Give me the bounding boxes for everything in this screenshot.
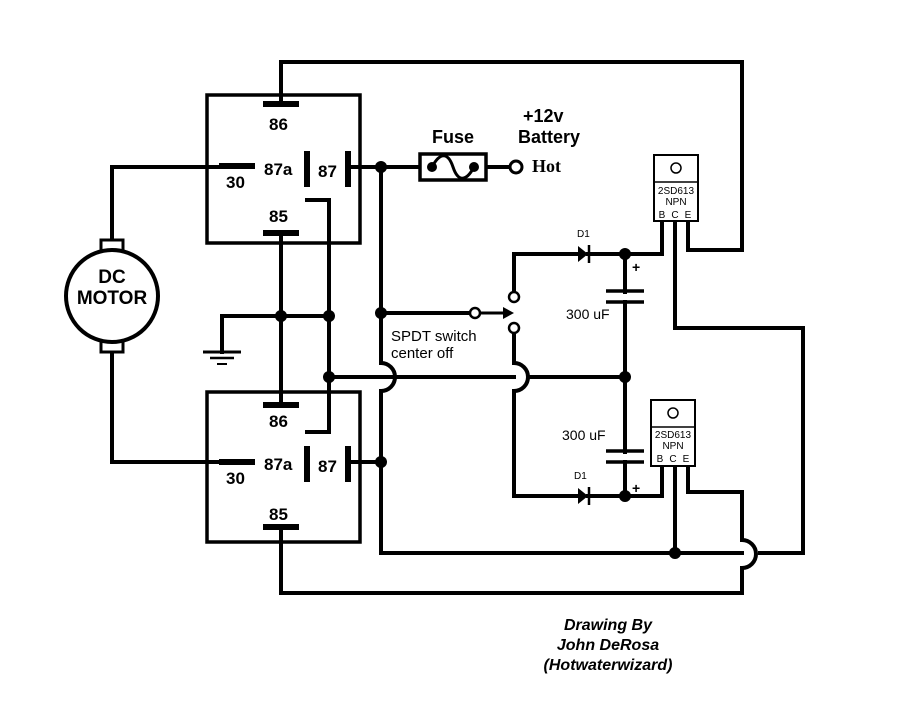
- credit-line1: Drawing By: [564, 617, 653, 634]
- capacitor-top-value: 300 uF: [566, 306, 610, 322]
- transistor-bottom-pin-b: B: [657, 454, 664, 465]
- battery-hot-label: Hot: [532, 156, 561, 176]
- relay-top: [205, 93, 362, 245]
- transistor-bottom-pin-c: C: [669, 454, 676, 465]
- fuse-icon: [418, 152, 488, 182]
- transistor-top: [653, 154, 699, 232]
- diode-top-label: D1: [577, 229, 590, 240]
- battery-terminal-icon: [508, 159, 524, 175]
- relay-bottom-pin-87a: 87a: [264, 455, 293, 474]
- spdt-switch-icon: [468, 290, 521, 335]
- relay-top-pin-86: 86: [269, 115, 288, 134]
- capacitor-bottom-icon: [606, 449, 644, 464]
- relay-bottom-pin-87: 87: [318, 457, 337, 476]
- relay-top-pin-30: 30: [226, 173, 245, 192]
- battery-voltage: +12v: [523, 106, 564, 126]
- motor-label-line2: MOTOR: [77, 288, 148, 309]
- relay-bottom: [205, 390, 362, 544]
- transistor-top-pin-b: B: [659, 210, 666, 221]
- diode-bottom-icon: [578, 487, 591, 505]
- relay-top-pin-87: 87: [318, 162, 337, 181]
- relay-bottom-pin-86: 86: [269, 412, 288, 431]
- transistor-bottom-part: 2SD613: [655, 430, 692, 441]
- credit-line2: John DeRosa: [557, 637, 659, 654]
- diode-bottom-label: D1: [574, 471, 587, 482]
- capacitor-top-polarity: +: [632, 259, 640, 275]
- transistor-bottom: [650, 399, 696, 467]
- fuse-label: Fuse: [432, 127, 474, 147]
- transistor-top-part: 2SD613: [658, 186, 695, 197]
- capacitor-bottom-value: 300 uF: [562, 427, 606, 443]
- relay-top-pin-87a: 87a: [264, 160, 293, 179]
- transistor-bottom-type: NPN: [662, 441, 683, 452]
- capacitor-top-icon: [606, 289, 644, 304]
- ground-icon: [203, 350, 241, 365]
- switch-label-line2: center off: [391, 345, 454, 362]
- motor-label-line1: DC: [98, 267, 126, 288]
- transistor-bottom-pin-e: E: [683, 454, 690, 465]
- transistor-top-type: NPN: [665, 197, 686, 208]
- capacitor-bottom-polarity: +: [632, 480, 640, 496]
- relay-bottom-pin-30: 30: [226, 469, 245, 488]
- battery-label: Battery: [518, 127, 580, 147]
- switch-label-line1: SPDT switch: [391, 328, 477, 345]
- junction-dots: [275, 161, 681, 559]
- dc-motor: [64, 238, 160, 354]
- credit-line3: (Hotwaterwizard): [544, 657, 673, 674]
- transistor-top-pin-e: E: [685, 210, 692, 221]
- relay-bottom-pin-85: 85: [269, 505, 288, 524]
- relay-top-pin-85: 85: [269, 207, 288, 226]
- transistor-top-pin-c: C: [671, 210, 678, 221]
- diode-top-icon: [578, 245, 591, 263]
